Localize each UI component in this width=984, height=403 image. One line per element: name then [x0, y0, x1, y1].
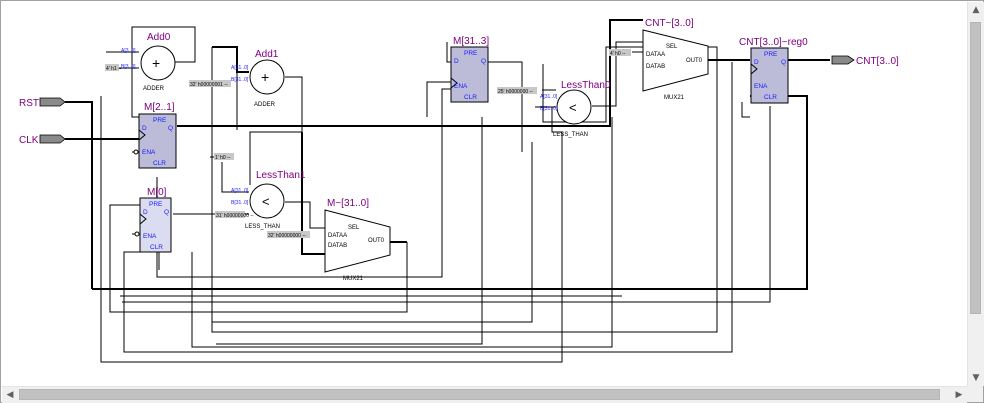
svg-text:LESS_THAN: LESS_THAN	[553, 132, 588, 138]
register-m0[interactable]: M[0] PRE D Q ENA CLR	[134, 187, 172, 253]
comparator-lessthan1[interactable]: LessThan1 < A[31..0] B[31..0] 1' h0 -- 3…	[214, 153, 306, 230]
svg-text:DATAB: DATAB	[328, 243, 347, 249]
svg-text:+: +	[152, 55, 160, 71]
vertical-scroll-thumb[interactable]	[970, 22, 981, 314]
svg-text:Q: Q	[481, 58, 486, 65]
scroll-left-icon[interactable]: ◀	[6, 390, 14, 400]
svg-text:+: +	[261, 69, 269, 85]
svg-text:PRE: PRE	[764, 51, 778, 58]
svg-text:CLR: CLR	[464, 94, 477, 101]
svg-text:OUT0: OUT0	[368, 238, 385, 244]
svg-text:D: D	[754, 59, 759, 66]
schematic-svg: RST CLK CNT[3..0] Add0 + A[3..0] B[3..0]…	[19, 18, 899, 363]
svg-text:D: D	[454, 58, 459, 65]
svg-text:B[31..0]: B[31..0]	[540, 106, 558, 112]
svg-text:Q: Q	[168, 125, 173, 132]
svg-text:ENA: ENA	[754, 83, 768, 90]
svg-text:Q: Q	[781, 59, 786, 66]
vertical-scrollbar[interactable]: ▲ ▼	[967, 2, 984, 386]
wires	[65, 19, 830, 363]
output-pin-cnt[interactable]: CNT[3..0]	[831, 55, 899, 67]
svg-text:ENA: ENA	[142, 149, 156, 156]
svg-text:MUX21: MUX21	[664, 95, 685, 101]
svg-text:D: D	[143, 209, 148, 216]
svg-text:B[31..0]: B[31..0]	[231, 200, 249, 206]
svg-text:<: <	[569, 100, 577, 115]
svg-text:Q: Q	[164, 209, 169, 216]
svg-text:M[31..3]: M[31..3]	[453, 36, 489, 47]
adder-add0[interactable]: Add0 + A[3..0] B[3..0] 4' h1 -- ADDER	[105, 32, 176, 92]
scroll-right-icon[interactable]: ▶	[955, 390, 963, 400]
svg-text:ADDER: ADDER	[254, 102, 276, 108]
svg-text:CLR: CLR	[764, 94, 777, 101]
svg-text:DATAA: DATAA	[646, 52, 665, 58]
svg-text:CNT[3..0]~reg0: CNT[3..0]~reg0	[739, 37, 808, 48]
svg-text:LESS_THAN: LESS_THAN	[245, 224, 280, 230]
rtl-schematic-canvas[interactable]: RST CLK CNT[3..0] Add0 + A[3..0] B[3..0]…	[2, 2, 967, 386]
svg-text:32' h00000001 --: 32' h00000001 --	[190, 82, 228, 88]
svg-text:32' h00000000 --: 32' h00000000 --	[268, 233, 306, 239]
input-pin-clk[interactable]: CLK	[19, 134, 66, 146]
register-cnt-reg0[interactable]: CNT[3..0]~reg0 PRE D Q ENA CLR	[739, 37, 808, 104]
comparator-lessthan0[interactable]: LessThan0 < A[31..0] B[31..0] 25' h00000…	[497, 80, 611, 138]
svg-text:MUX21: MUX21	[343, 276, 364, 282]
svg-text:31' h00000000 --: 31' h00000000 --	[216, 213, 254, 219]
svg-text:4' h0 --: 4' h0 --	[610, 51, 626, 57]
horizontal-scrollbar[interactable]: ◀ ▶	[2, 386, 967, 403]
adder-add1[interactable]: Add1 + A[31..0] B[31..0] 32' h00000001 -…	[189, 49, 285, 108]
svg-text:DATAA: DATAA	[328, 233, 347, 239]
scroll-down-icon[interactable]: ▼	[972, 373, 980, 383]
svg-text:LessThan1: LessThan1	[256, 170, 306, 181]
svg-text:CLR: CLR	[153, 160, 166, 167]
svg-text:CNT[3..0]: CNT[3..0]	[856, 56, 899, 67]
horizontal-scroll-thumb[interactable]	[19, 389, 940, 400]
svg-text:A[3..0]: A[3..0]	[121, 48, 136, 54]
scrollbar-corner	[967, 386, 983, 402]
svg-text:SEL: SEL	[666, 44, 678, 50]
register-m313[interactable]: M[31..3] PRE D Q ENA CLR	[450, 36, 489, 103]
svg-text:PRE: PRE	[464, 50, 478, 57]
svg-text:M~[31..0]: M~[31..0]	[327, 198, 369, 209]
svg-text:CLK: CLK	[19, 135, 39, 146]
svg-text:OUT0: OUT0	[686, 58, 703, 64]
svg-text:ENA: ENA	[454, 83, 468, 90]
scroll-up-icon[interactable]: ▲	[972, 5, 980, 15]
svg-text:ADDER: ADDER	[143, 86, 165, 92]
svg-text:M[0]: M[0]	[147, 187, 167, 198]
svg-text:RST: RST	[19, 98, 39, 109]
svg-text:SEL: SEL	[348, 225, 360, 231]
svg-text:<: <	[262, 194, 270, 209]
mux-m[interactable]: M~[31..0] SEL DATAA DATAB OUT0 32' h0000…	[267, 198, 391, 282]
svg-text:25' h0000000 --: 25' h0000000 --	[498, 89, 533, 95]
svg-text:B[31..0]: B[31..0]	[231, 77, 249, 83]
svg-text:Add1: Add1	[255, 49, 279, 60]
svg-text:LessThan0: LessThan0	[561, 80, 611, 91]
svg-text:PRE: PRE	[149, 201, 163, 208]
svg-text:Add0: Add0	[147, 32, 171, 43]
svg-text:D: D	[142, 125, 147, 132]
register-m21[interactable]: M[2..1] PRE D Q ENA CLR	[133, 102, 177, 169]
input-pin-rst[interactable]: RST	[19, 97, 66, 109]
svg-text:A[31..0]: A[31..0]	[231, 65, 249, 71]
svg-text:4' h1 --: 4' h1 --	[106, 66, 122, 72]
svg-text:M[2..1]: M[2..1]	[144, 102, 175, 113]
svg-text:ENA: ENA	[143, 233, 157, 240]
svg-text:A[31..0]: A[31..0]	[231, 188, 249, 194]
svg-text:PRE: PRE	[153, 117, 167, 124]
svg-text:B[3..0]: B[3..0]	[121, 64, 136, 70]
svg-text:CNT~[3..0]: CNT~[3..0]	[645, 18, 694, 29]
svg-text:1' h0 --: 1' h0 --	[215, 155, 231, 161]
svg-text:CLR: CLR	[150, 244, 163, 251]
mux-cnt[interactable]: CNT~[3..0] SEL DATAA DATAB OUT0 4' h0 --…	[609, 18, 709, 101]
svg-text:DATAB: DATAB	[646, 64, 665, 70]
svg-text:A[31..0]: A[31..0]	[540, 94, 558, 100]
